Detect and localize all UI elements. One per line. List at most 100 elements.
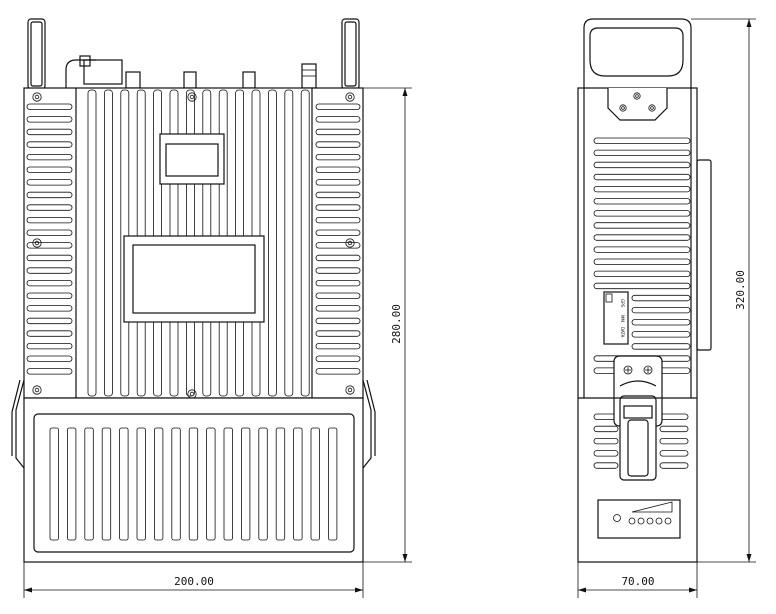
- side-fin-slot: [593, 437, 619, 445]
- gauge-ramp: [631, 501, 673, 513]
- fin-slot: [26, 204, 73, 211]
- panel-icon: [605, 293, 613, 303]
- fin-slot: [315, 229, 361, 236]
- fin-slot: [26, 153, 73, 161]
- screw: [32, 238, 42, 248]
- vertical-fin: [300, 89, 310, 397]
- side-fin-slot: [593, 258, 691, 265]
- left-fins: [26, 103, 73, 375]
- screw-center: [347, 94, 353, 100]
- battery-vent: [49, 427, 59, 541]
- fin-slot: [26, 330, 73, 337]
- gauge-leds: [628, 517, 672, 525]
- display-window: [165, 143, 219, 177]
- screw: [345, 238, 355, 248]
- battery-vent: [188, 427, 199, 541]
- front-width-label: 200.00: [174, 575, 214, 588]
- battery-vent: [206, 427, 216, 541]
- side-height-dimension: 320.00: [691, 18, 756, 563]
- side-fin-slot: [593, 270, 691, 278]
- battery-vent: [101, 427, 112, 541]
- gauge-button: [613, 514, 621, 522]
- side-height-label: 320.00: [734, 270, 747, 310]
- side-fin-slot: [593, 246, 691, 253]
- fin-slot: [26, 279, 73, 287]
- fin-slot: [315, 355, 361, 362]
- side-fin-slot: [593, 185, 691, 193]
- fin-slot: [26, 116, 73, 123]
- side-fin-slot: [593, 137, 691, 144]
- screw: [345, 385, 355, 395]
- fin-slot: [26, 216, 73, 224]
- side-fin-slot: [593, 161, 691, 169]
- top-mount-plate: [607, 88, 668, 121]
- fin-slot: [26, 305, 73, 312]
- battery-vent: [67, 427, 77, 541]
- front-view: [11, 18, 376, 563]
- side-fin-slot: [659, 425, 689, 433]
- screw-center: [34, 387, 40, 393]
- fin-slot: [26, 166, 73, 173]
- fin-slot: [26, 317, 73, 325]
- fin-slot: [26, 229, 73, 236]
- cable: [65, 59, 96, 88]
- latch-grip: [623, 405, 653, 419]
- top-connectors: [65, 55, 317, 89]
- fin-slot: [26, 254, 73, 262]
- left-clip: [15, 379, 25, 469]
- fin-slot: [26, 292, 73, 299]
- right-handle-inner: [344, 21, 357, 87]
- fin-slot: [315, 342, 361, 350]
- left-handle-inner: [30, 21, 43, 87]
- battery-vent: [275, 427, 286, 541]
- fin-slot: [26, 267, 73, 274]
- screw-center: [34, 94, 40, 100]
- vertical-fin: [104, 89, 113, 397]
- side-fin-slot: [631, 331, 691, 338]
- battery-recess: [33, 413, 355, 553]
- fin-slot: [315, 317, 361, 325]
- screw: [32, 92, 42, 102]
- fin-slot: [26, 355, 73, 362]
- side-fin-slot: [659, 437, 689, 445]
- fin-slot: [315, 330, 361, 337]
- side-handle-opening: [589, 27, 684, 77]
- battery-vent: [171, 427, 181, 541]
- side-clip-bar: [696, 159, 712, 351]
- connector-3: [242, 71, 256, 89]
- battery-vent: [153, 427, 164, 541]
- side-width-dimension: 70.00: [577, 562, 698, 598]
- connector-block: [83, 59, 123, 85]
- gauge-led: [637, 517, 645, 525]
- side-handle: [583, 18, 692, 88]
- panel-frame: [123, 235, 265, 323]
- connector-cap: [79, 55, 91, 67]
- gauge-frame: [597, 499, 681, 539]
- side-fin-slot: [593, 173, 691, 181]
- side-fin-slot: [593, 149, 691, 157]
- side-fin-slot: [593, 450, 619, 457]
- side-fin-slot: [593, 425, 619, 433]
- battery-vent: [310, 427, 320, 541]
- fin-slot: [315, 279, 361, 287]
- side-fin-slot: [631, 294, 691, 302]
- fin-slot: [26, 342, 73, 350]
- front-height-dimension: 280.00: [363, 87, 412, 563]
- screws: [32, 92, 355, 399]
- side-fin-slot: [593, 198, 691, 205]
- side-fin-slot: [631, 306, 691, 314]
- connector-panel: GPS MM DATA: [603, 291, 629, 345]
- vertical-fin: [267, 89, 277, 397]
- connector-2: [183, 71, 197, 89]
- fin-slot: [26, 141, 73, 148]
- latch-lever: [619, 395, 657, 481]
- fin-slot: [315, 242, 361, 249]
- screw: [345, 92, 355, 102]
- screw-center: [34, 240, 40, 246]
- panel-label-mm: MM: [620, 315, 625, 322]
- side-fin-slot: [659, 450, 689, 457]
- fin-slot: [315, 305, 361, 312]
- fin-slot: [315, 254, 361, 262]
- latch-lever-inner: [627, 419, 649, 477]
- battery-vent: [136, 427, 146, 541]
